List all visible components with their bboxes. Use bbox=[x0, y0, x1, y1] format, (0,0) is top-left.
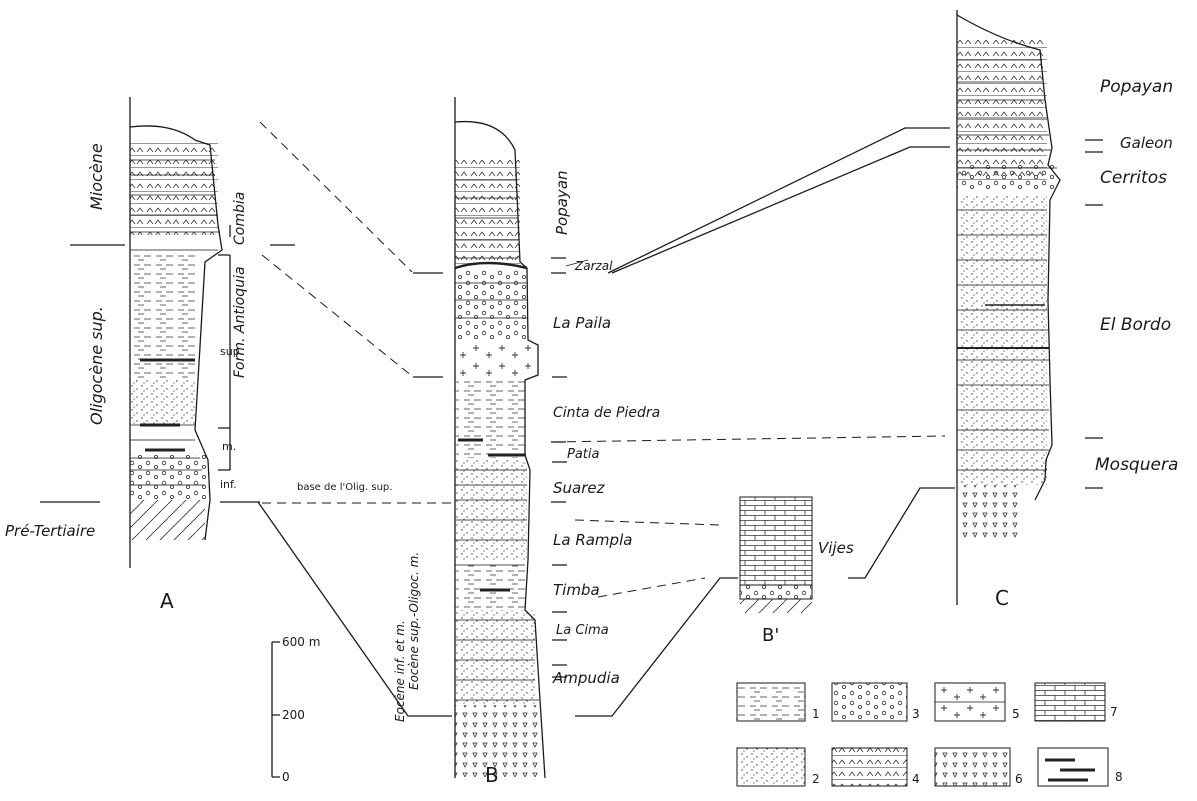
column-b-letter: B bbox=[485, 763, 499, 787]
unit-suarez: Suarez bbox=[553, 479, 606, 497]
base-olig-sup-note: base de l'Olig. sup. bbox=[297, 482, 392, 493]
legend-label-7: 7 bbox=[1110, 705, 1118, 719]
formation-combia: Combia bbox=[232, 192, 248, 245]
legend-swatch-7 bbox=[1035, 683, 1105, 721]
legend-label-2: 2 bbox=[812, 772, 820, 786]
scale-0: 0 bbox=[282, 770, 290, 784]
column-c-letter: C bbox=[995, 586, 1009, 610]
column-b-prime-breccia bbox=[740, 599, 812, 613]
unit-cerritos: Cerritos bbox=[1100, 168, 1167, 188]
column-c-volcanic bbox=[957, 40, 1047, 180]
column-b: B Popayan Zarzal La Paila Cinta de Piedr… bbox=[297, 97, 660, 787]
unit-vijes: Vijes bbox=[818, 539, 854, 557]
legend-label-6: 6 bbox=[1015, 772, 1023, 786]
correlation-cinta-mosquera bbox=[552, 436, 945, 442]
legend-swatch-6 bbox=[935, 748, 1010, 786]
correlation-vijes-c bbox=[848, 488, 955, 578]
period-miocene: Miocène bbox=[87, 143, 106, 210]
unit-la-cima: La Cima bbox=[556, 623, 609, 638]
unit-la-rampla: La Rampla bbox=[553, 531, 632, 549]
column-a: A Miocène Oligocène sup. Pré-Tertiaire C… bbox=[5, 97, 248, 613]
legend-label-1: 1 bbox=[812, 707, 820, 721]
subunit-m: m. bbox=[222, 440, 236, 453]
column-a-conglomerate bbox=[130, 455, 210, 500]
legend-swatch-3 bbox=[832, 683, 907, 721]
column-c-breccia bbox=[957, 485, 1022, 540]
column-c: C Popayan Galeon Cerritos El Bordo Mosqu… bbox=[957, 10, 1178, 610]
period-oligocene-sup: Oligocène sup. bbox=[87, 306, 106, 425]
unit-ampudia: Ampudia bbox=[552, 669, 620, 687]
correlation-to-vijes-base bbox=[598, 578, 705, 597]
unit-el-bordo: El Bordo bbox=[1100, 315, 1171, 335]
column-a-sand bbox=[130, 380, 195, 425]
column-b-prime-limestone bbox=[740, 497, 812, 585]
column-b-prime: Vijes B' bbox=[740, 497, 854, 646]
legend-label-5: 5 bbox=[1012, 707, 1020, 721]
correlation-to-vijes-top bbox=[575, 520, 720, 525]
column-c-sand bbox=[957, 195, 1047, 485]
unit-timba: Timba bbox=[553, 581, 600, 599]
column-b-sand-lower bbox=[455, 610, 535, 705]
scale-200: 200 bbox=[282, 708, 305, 722]
legend-label-4: 4 bbox=[912, 772, 920, 786]
scale-600m: 600 m bbox=[282, 635, 320, 649]
column-b-conglomerate bbox=[455, 270, 527, 340]
correlation-combia-popayan bbox=[260, 122, 412, 272]
column-b-sand-upper bbox=[455, 460, 527, 560]
age-eocene-inf-et-m: Eocène inf. et m. bbox=[393, 620, 407, 722]
formation-antioquia: Form. Antioquia bbox=[232, 266, 248, 378]
scale-bar: 600 m 200 0 bbox=[272, 635, 320, 784]
column-b-prime-conglomerate bbox=[740, 585, 812, 599]
column-c-conglomerate bbox=[957, 165, 1057, 190]
legend-swatch-2 bbox=[737, 748, 805, 786]
correlation-zarzal-c bbox=[608, 128, 950, 273]
legend: 1 3 5 7 2 4 6 8 bbox=[737, 683, 1123, 786]
column-a-letter: A bbox=[160, 589, 174, 613]
column-b-shale bbox=[455, 378, 525, 458]
unit-galeon: Galeon bbox=[1120, 134, 1173, 152]
legend-swatch-1 bbox=[737, 683, 805, 721]
column-a-basement bbox=[130, 500, 205, 540]
legend-label-8: 8 bbox=[1115, 770, 1123, 784]
correlation-antioquia-lapaila bbox=[262, 255, 412, 376]
column-b-prime-letter: B' bbox=[762, 625, 779, 646]
unit-cinta-de-piedra: Cinta de Piedra bbox=[553, 405, 660, 421]
subunit-sup: sup. bbox=[220, 345, 243, 358]
unit-la-paila: La Paila bbox=[553, 314, 611, 332]
legend-swatch-4 bbox=[832, 748, 907, 786]
correlation-pretertiary-b bbox=[258, 502, 452, 716]
unit-popayan-b: Popayan bbox=[553, 170, 571, 235]
column-b-shale-lower bbox=[455, 565, 525, 610]
unit-mosquera: Mosquera bbox=[1095, 455, 1178, 475]
unit-patia: Patia bbox=[567, 447, 600, 462]
column-b-volcanic bbox=[455, 160, 520, 265]
subunit-inf: inf. bbox=[220, 478, 237, 491]
column-b-limestone-crosses bbox=[455, 340, 535, 378]
legend-label-3: 3 bbox=[912, 707, 920, 721]
column-a-volcanic bbox=[130, 140, 218, 235]
unit-popayan-c: Popayan bbox=[1100, 77, 1173, 97]
age-eocene-sup-oligoc-m: Eocène sup.-Oligoc. m. bbox=[407, 552, 421, 690]
unit-zarzal: Zarzal bbox=[574, 259, 613, 273]
period-pre-tertiaire: Pré-Tertiaire bbox=[5, 522, 95, 540]
